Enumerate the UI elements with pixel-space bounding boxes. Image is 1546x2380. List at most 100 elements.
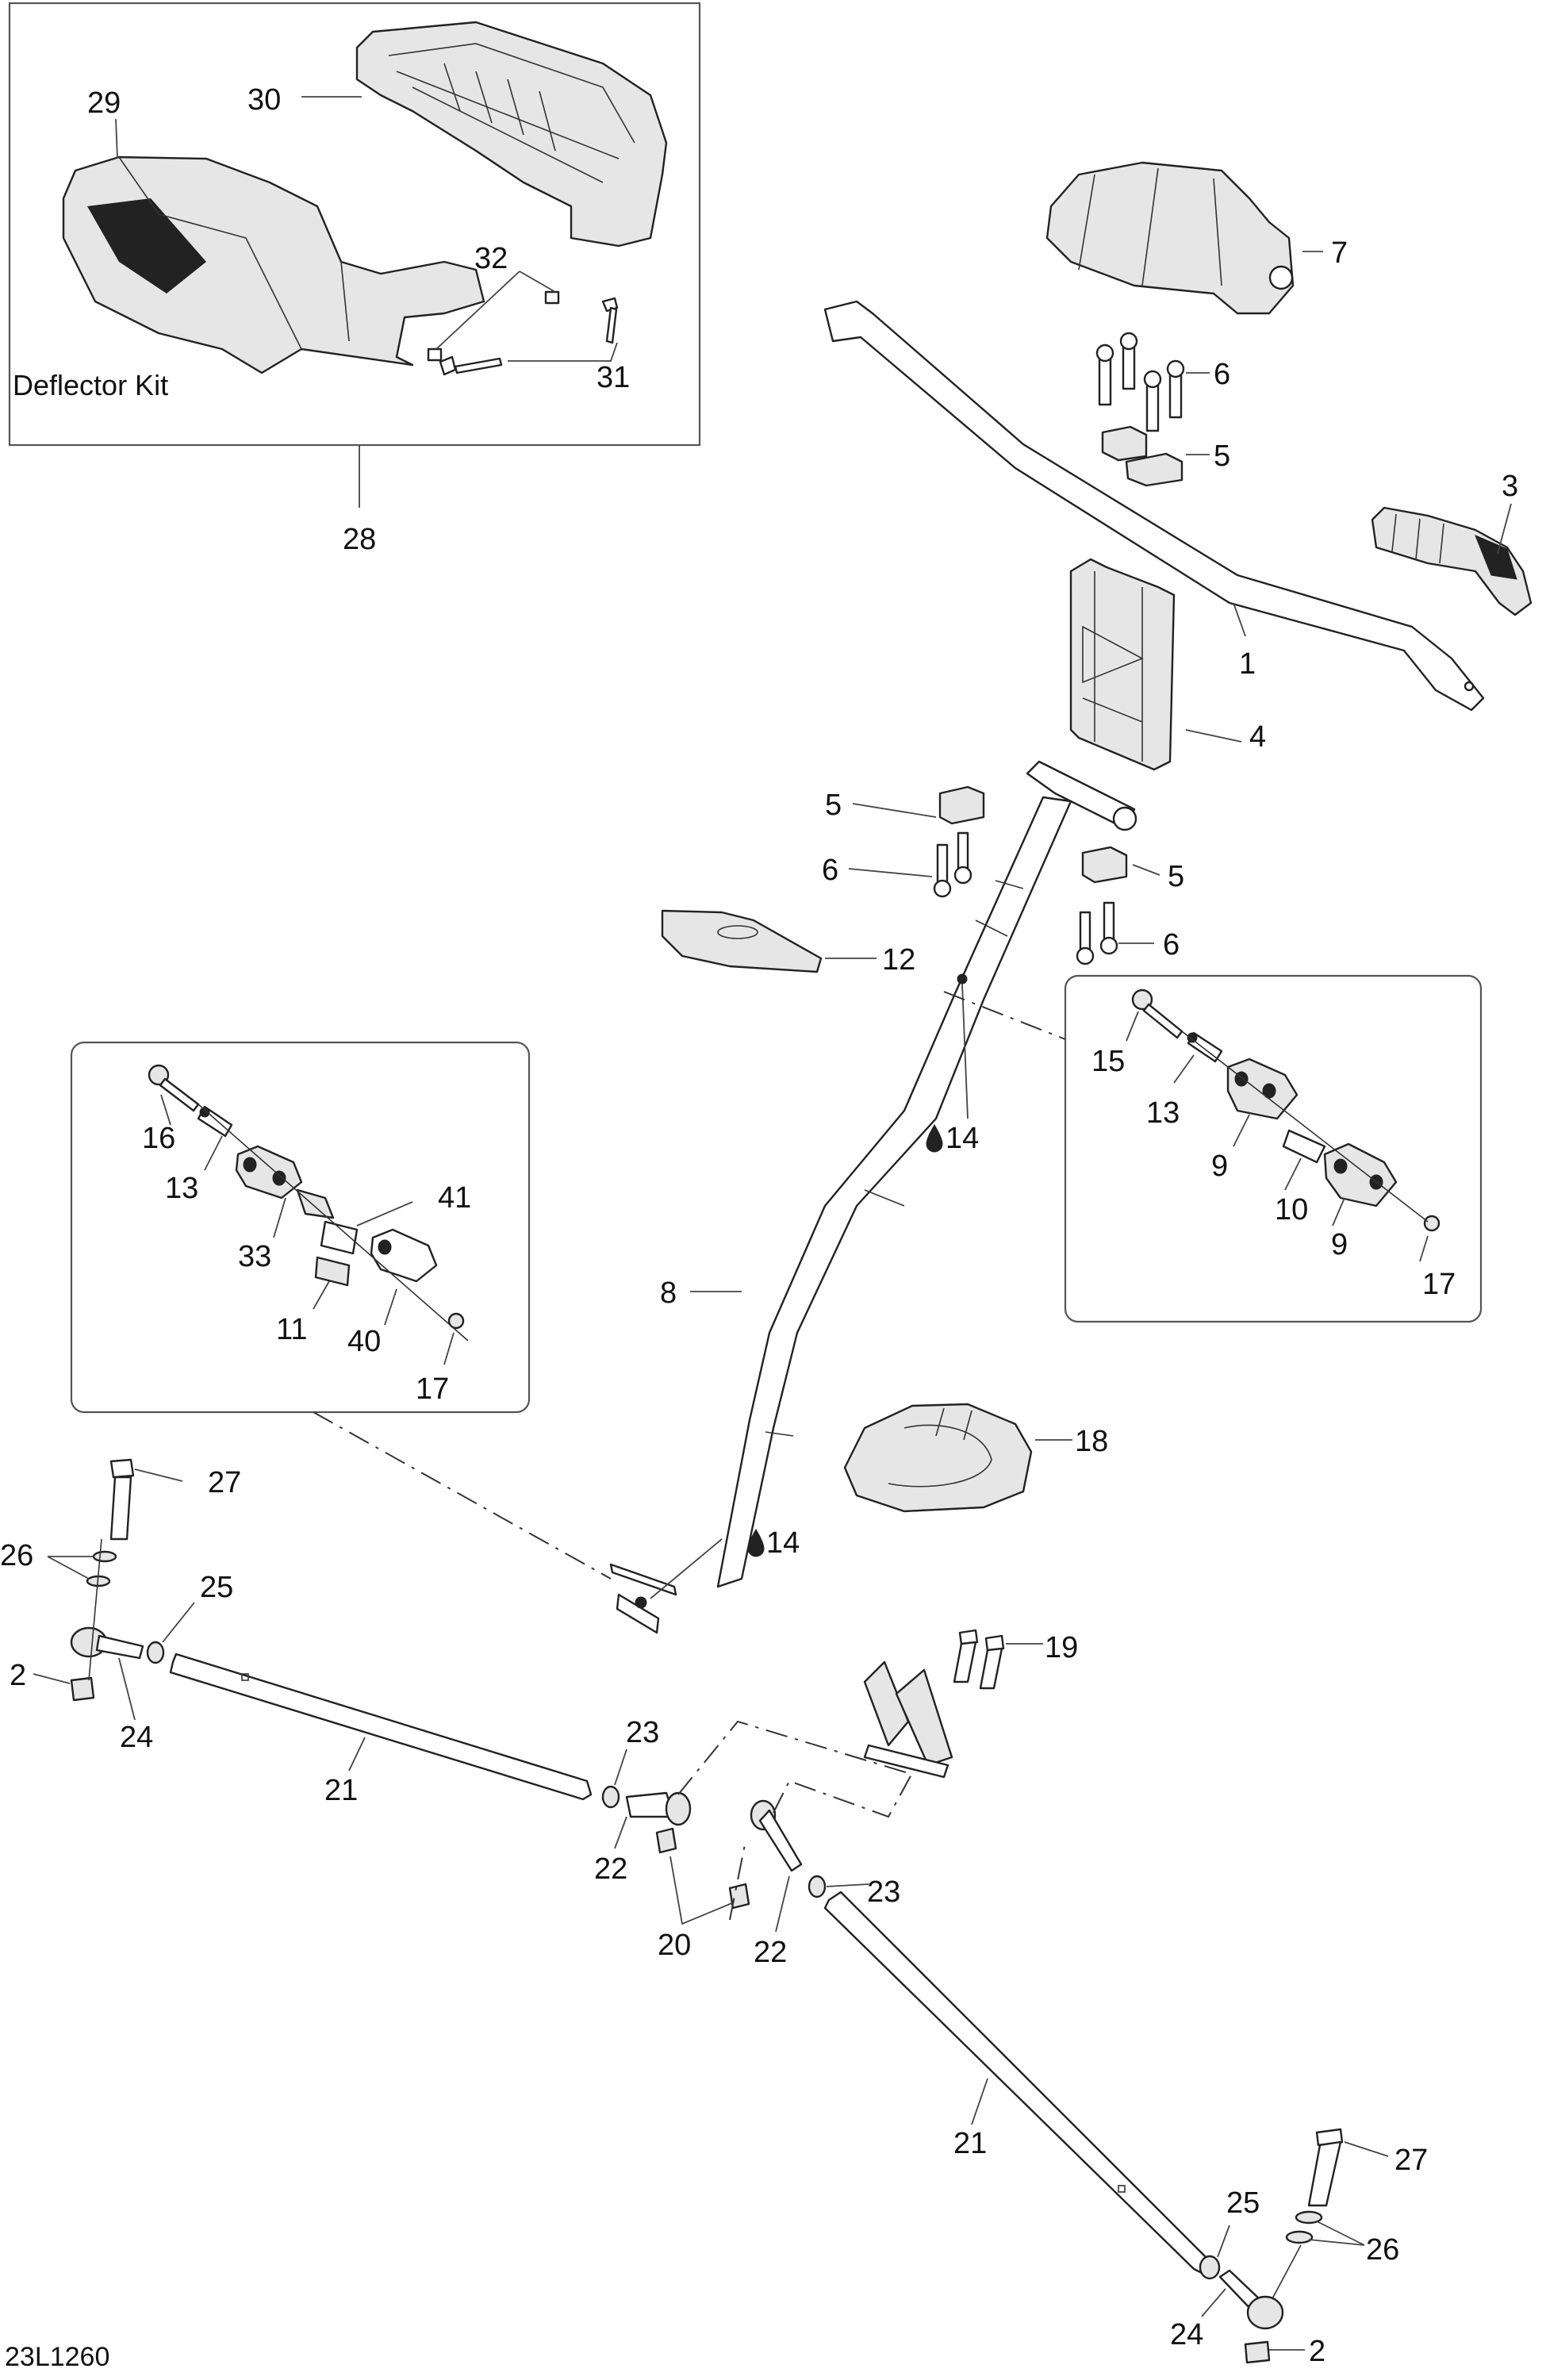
bolt-set-6-left[interactable]	[933, 831, 972, 898]
nut-2-right[interactable]	[1244, 2340, 1271, 2364]
tie-rod-end-24-right[interactable]	[1218, 2269, 1284, 2330]
hand-guard-left[interactable]	[62, 155, 485, 374]
callout-27-right[interactable]: 27	[1394, 2144, 1428, 2177]
callout-8[interactable]: 8	[660, 1276, 677, 1310]
callout-6-right[interactable]: 6	[1163, 928, 1180, 962]
callout-5-right[interactable]: 5	[1168, 860, 1184, 893]
callout-26-left[interactable]: 26	[0, 1539, 33, 1572]
jam-nut-23-lower[interactable]	[808, 1875, 827, 1898]
callout-21-left[interactable]: 21	[324, 1774, 358, 1807]
callout-1[interactable]: 1	[1239, 647, 1256, 681]
callout-23-upper[interactable]: 23	[626, 1716, 659, 1749]
callout-40[interactable]: 40	[347, 1325, 381, 1358]
bolt-set-6-right[interactable]	[1076, 901, 1118, 965]
bolts-19[interactable]	[953, 1629, 1005, 1690]
callout-9-lower[interactable]: 9	[1331, 1228, 1348, 1261]
callout-41[interactable]: 41	[438, 1181, 471, 1215]
callout-29[interactable]: 29	[87, 86, 121, 120]
clamp-set-5-top[interactable]	[1101, 425, 1183, 487]
bracket-9-upper[interactable]	[1226, 1058, 1299, 1120]
callout-4[interactable]: 4	[1249, 720, 1266, 754]
sleeve-10[interactable]	[1282, 1129, 1326, 1164]
callout-32[interactable]: 32	[474, 242, 508, 275]
callout-20[interactable]: 20	[658, 1929, 691, 1962]
tie-rod-left[interactable]	[169, 1653, 593, 1801]
jam-nut-23-upper[interactable]	[601, 1785, 620, 1809]
nut-17-right[interactable]	[1423, 1215, 1441, 1232]
callout-13-left[interactable]: 13	[165, 1172, 198, 1205]
bolt-27-left[interactable]	[109, 1458, 135, 1541]
bolt-31[interactable]	[439, 297, 619, 376]
tie-rod-right[interactable]	[823, 1891, 1211, 2274]
spacer-13-left[interactable]	[197, 1105, 233, 1138]
callout-14-top[interactable]: 14	[946, 1122, 979, 1155]
callout-16[interactable]: 16	[142, 1122, 175, 1155]
dome-cover[interactable]	[843, 1403, 1033, 1513]
plate[interactable]	[661, 909, 823, 973]
callout-30[interactable]: 30	[247, 83, 281, 117]
callout-24-left[interactable]: 24	[120, 1721, 153, 1754]
callout-7[interactable]: 7	[1331, 236, 1348, 270]
callout-22-lower[interactable]: 22	[754, 1936, 787, 1969]
bolt-15[interactable]	[1131, 988, 1183, 1039]
callout-21-right[interactable]: 21	[953, 2127, 987, 2160]
jam-nut-25-left[interactable]	[146, 1641, 165, 1664]
callout-5-top[interactable]: 5	[1214, 440, 1230, 473]
callout-17-right[interactable]: 17	[1422, 1268, 1456, 1301]
handlebar-cover[interactable]	[1045, 161, 1295, 315]
callout-10[interactable]: 10	[1275, 1193, 1308, 1226]
handlebar-grip[interactable]	[1371, 506, 1533, 616]
callout-33[interactable]: 33	[238, 1240, 271, 1273]
bolt-27-right[interactable]	[1307, 2128, 1344, 2207]
callout-24-right[interactable]: 24	[1170, 2318, 1203, 2351]
leader-24-right	[1201, 2288, 1226, 2317]
pitman-bracket[interactable]	[863, 1660, 953, 1779]
callout-26-right[interactable]: 26	[1366, 2233, 1399, 2267]
tie-rod-end-22-upper[interactable]	[625, 1791, 692, 1826]
nut-2-left[interactable]	[70, 1676, 95, 1702]
callout-3[interactable]: 3	[1502, 470, 1518, 503]
spacer-13-right[interactable]	[1187, 1031, 1223, 1063]
callout-11[interactable]: 11	[276, 1313, 307, 1346]
ring-11[interactable]	[314, 1256, 351, 1287]
callout-27-left[interactable]: 27	[208, 1466, 241, 1499]
callout-17-left[interactable]: 17	[416, 1372, 449, 1406]
bracket-9-lower[interactable]	[1323, 1142, 1398, 1207]
callout-28[interactable]: 28	[343, 523, 376, 556]
bracket-33[interactable]	[235, 1145, 303, 1200]
callout-2-left[interactable]: 2	[10, 1659, 26, 1692]
callout-18[interactable]: 18	[1075, 1425, 1108, 1458]
callout-9-upper[interactable]: 9	[1211, 1150, 1228, 1183]
callout-13-right[interactable]: 13	[1146, 1096, 1180, 1130]
washers-26-right[interactable]	[1285, 2210, 1323, 2244]
callout-5-left[interactable]: 5	[825, 789, 842, 822]
hand-guard-right[interactable]	[355, 21, 668, 248]
callout-14-bottom[interactable]: 14	[766, 1526, 800, 1560]
bolt-set-6-top[interactable]	[1095, 332, 1185, 432]
jam-nut-25-right[interactable]	[1199, 2255, 1221, 2280]
bracket-40[interactable]	[370, 1228, 438, 1283]
tie-rod-end-24-left[interactable]	[70, 1626, 144, 1660]
clamp-5-left[interactable]	[938, 785, 985, 825]
callout-6-top[interactable]: 6	[1214, 358, 1230, 391]
spacer-41[interactable]	[296, 1188, 359, 1255]
bushing-20[interactable]	[655, 1827, 750, 1910]
callout-6-left[interactable]: 6	[822, 854, 838, 887]
riser-block[interactable]	[1069, 558, 1176, 771]
callout-25-right[interactable]: 25	[1226, 2186, 1260, 2220]
callout-23-lower[interactable]: 23	[867, 1875, 900, 1909]
tie-rod-end-22-lower[interactable]	[750, 1799, 803, 1872]
handlebar[interactable]	[823, 300, 1485, 712]
clamp-5-right[interactable]	[1081, 846, 1128, 884]
callout-15[interactable]: 15	[1091, 1045, 1125, 1078]
callout-31[interactable]: 31	[597, 361, 630, 394]
nut-17-left[interactable]	[447, 1312, 465, 1330]
callout-25-left[interactable]: 25	[200, 1571, 233, 1604]
callout-22-upper[interactable]: 22	[594, 1852, 627, 1886]
callout-2-right[interactable]: 2	[1309, 2335, 1325, 2368]
callout-12[interactable]: 12	[882, 943, 915, 977]
nut-32[interactable]	[427, 290, 560, 362]
bolt-16[interactable]	[148, 1064, 200, 1112]
callout-19[interactable]: 19	[1045, 1631, 1078, 1664]
steering-column[interactable]	[609, 760, 1137, 1634]
